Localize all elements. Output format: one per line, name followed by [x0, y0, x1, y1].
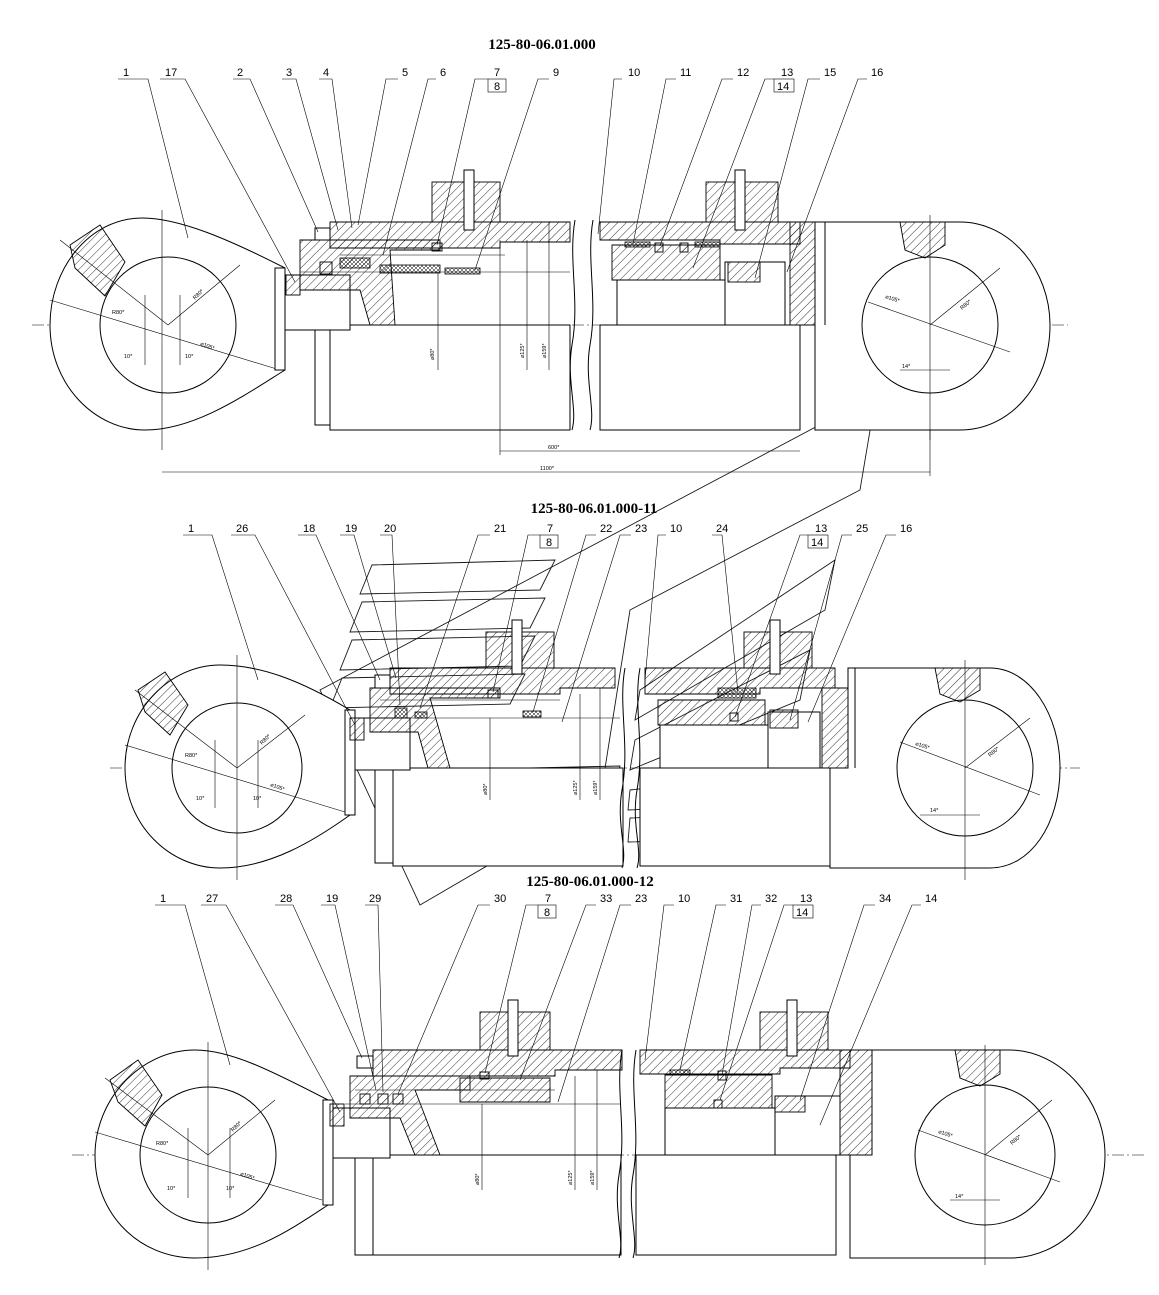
- drawing-2: 125-80-06.01.000-11 R80* R80* ⌀105* 10* …: [110, 501, 1080, 880]
- svg-text:14*: 14*: [902, 364, 911, 370]
- svg-text:⌀105*: ⌀105*: [239, 1171, 256, 1182]
- svg-text:14*: 14*: [930, 808, 939, 814]
- svg-text:10*: 10*: [124, 354, 133, 360]
- svg-text:2: 2: [237, 67, 243, 79]
- svg-text:1100*: 1100*: [540, 466, 555, 472]
- svg-text:30: 30: [494, 893, 506, 905]
- svg-text:14: 14: [796, 907, 808, 919]
- svg-text:19: 19: [345, 523, 357, 535]
- svg-text:28: 28: [280, 893, 292, 905]
- svg-text:⌀125*: ⌀125*: [573, 780, 579, 795]
- svg-text:20: 20: [384, 523, 396, 535]
- svg-text:27: 27: [206, 893, 218, 905]
- svg-text:⌀159*: ⌀159*: [590, 1170, 596, 1185]
- svg-text:1: 1: [123, 67, 129, 79]
- svg-text:⌀125*: ⌀125*: [520, 343, 526, 358]
- svg-text:18: 18: [303, 523, 315, 535]
- svg-text:⌀105*: ⌀105*: [199, 341, 216, 352]
- svg-text:14*: 14*: [955, 1194, 964, 1200]
- svg-text:24: 24: [716, 523, 728, 535]
- svg-text:⌀80*: ⌀80*: [483, 783, 489, 795]
- svg-text:R80*: R80*: [156, 1141, 169, 1147]
- svg-text:⌀159*: ⌀159*: [593, 780, 599, 795]
- leader-labels: 1 26 18 19 20 21 7 8 22 23 10 24 13: [183, 523, 912, 726]
- svg-text:14: 14: [925, 893, 937, 905]
- svg-text:10*: 10*: [226, 1186, 235, 1192]
- svg-text:10*: 10*: [167, 1186, 176, 1192]
- svg-text:10*: 10*: [185, 354, 194, 360]
- svg-text:3: 3: [286, 67, 292, 79]
- svg-text:21: 21: [494, 523, 506, 535]
- svg-text:7: 7: [494, 67, 500, 79]
- svg-text:1: 1: [160, 893, 166, 905]
- svg-text:8: 8: [546, 537, 552, 549]
- drawing-3: 125-80-06.01.000-12 R80* R80* ⌀105* 10* …: [72, 874, 1145, 1270]
- svg-text:1: 1: [188, 523, 194, 535]
- svg-text:8: 8: [494, 81, 500, 93]
- svg-text:17: 17: [165, 67, 177, 79]
- drawing-title: 125-80-06.01.000: [488, 37, 596, 53]
- drawing-title: 125-80-06.01.000-11: [531, 501, 658, 517]
- svg-text:6: 6: [440, 67, 446, 79]
- svg-text:10*: 10*: [253, 796, 262, 802]
- svg-text:⌀105*: ⌀105*: [914, 741, 931, 751]
- svg-text:8: 8: [544, 907, 550, 919]
- leader-labels: 1 27 28 19 29 30 7 8 33 23 10 31 32: [155, 893, 937, 1126]
- svg-text:16: 16: [900, 523, 912, 535]
- svg-text:⌀105*: ⌀105*: [269, 782, 286, 793]
- svg-text:R80*: R80*: [112, 310, 125, 316]
- svg-text:31: 31: [730, 893, 742, 905]
- svg-text:⌀125*: ⌀125*: [568, 1170, 574, 1185]
- svg-text:23: 23: [635, 893, 647, 905]
- svg-text:10*: 10*: [196, 796, 205, 802]
- svg-text:19: 19: [326, 893, 338, 905]
- leader-labels: 1 17 2 3 4 5 6 7 8 9 10 11 12 1: [118, 67, 883, 283]
- svg-text:15: 15: [824, 67, 836, 79]
- svg-text:⌀105*: ⌀105*: [884, 294, 901, 304]
- svg-text:12: 12: [737, 67, 749, 79]
- svg-text:29: 29: [369, 893, 381, 905]
- svg-text:26: 26: [236, 523, 248, 535]
- svg-text:⌀80*: ⌀80*: [430, 348, 436, 360]
- svg-text:14: 14: [777, 81, 789, 93]
- svg-text:13: 13: [800, 893, 812, 905]
- svg-text:600*: 600*: [548, 445, 560, 451]
- svg-text:22: 22: [600, 523, 612, 535]
- svg-text:10: 10: [628, 67, 640, 79]
- svg-text:23: 23: [635, 523, 647, 535]
- svg-text:16: 16: [871, 67, 883, 79]
- svg-text:10: 10: [670, 523, 682, 535]
- svg-text:32: 32: [765, 893, 777, 905]
- svg-text:⌀159*: ⌀159*: [542, 343, 548, 358]
- drawing-title: 125-80-06.01.000-12: [526, 874, 654, 890]
- svg-text:10: 10: [678, 893, 690, 905]
- svg-text:⌀80*: ⌀80*: [475, 1173, 481, 1185]
- svg-text:9: 9: [553, 67, 559, 79]
- svg-text:34: 34: [879, 893, 891, 905]
- svg-text:7: 7: [547, 523, 553, 535]
- svg-text:7: 7: [545, 893, 551, 905]
- svg-text:⌀105*: ⌀105*: [937, 1129, 954, 1139]
- svg-text:25: 25: [856, 523, 868, 535]
- svg-text:11: 11: [680, 67, 691, 79]
- svg-text:14: 14: [811, 537, 823, 549]
- svg-text:33: 33: [600, 893, 612, 905]
- svg-text:13: 13: [815, 523, 827, 535]
- svg-text:13: 13: [781, 67, 793, 79]
- svg-text:4: 4: [323, 67, 329, 79]
- svg-text:R80*: R80*: [185, 753, 198, 759]
- drawing-1: 125-80-06.01.000 R80* R80* ⌀105* 10* 10*: [32, 37, 1068, 476]
- svg-text:5: 5: [402, 67, 408, 79]
